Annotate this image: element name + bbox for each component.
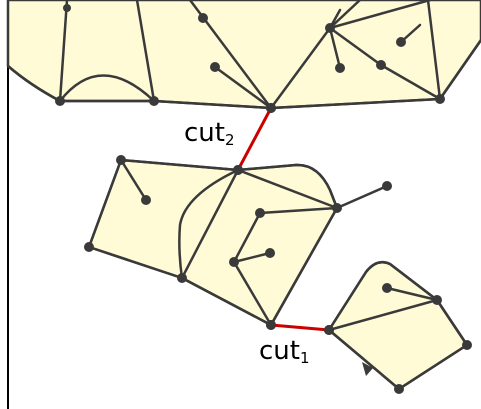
bottom-component (324, 261, 472, 394)
cut2-label-main: cut (184, 118, 225, 148)
cut1-label: cut1 (259, 338, 310, 366)
cut2-label: cut2 (184, 120, 235, 148)
top-face (6, 0, 481, 110)
bottom-face (327, 261, 469, 391)
middle-component (84, 155, 392, 330)
cut-edge-1 (269, 323, 331, 332)
direction-arrow-icon (362, 362, 373, 376)
cut1-label-sub: 1 (299, 349, 310, 367)
top-component (6, 0, 481, 113)
cut1-label-main: cut (259, 336, 300, 366)
cut-edge-2 (236, 106, 273, 172)
cut2-label-sub: 2 (224, 131, 235, 149)
